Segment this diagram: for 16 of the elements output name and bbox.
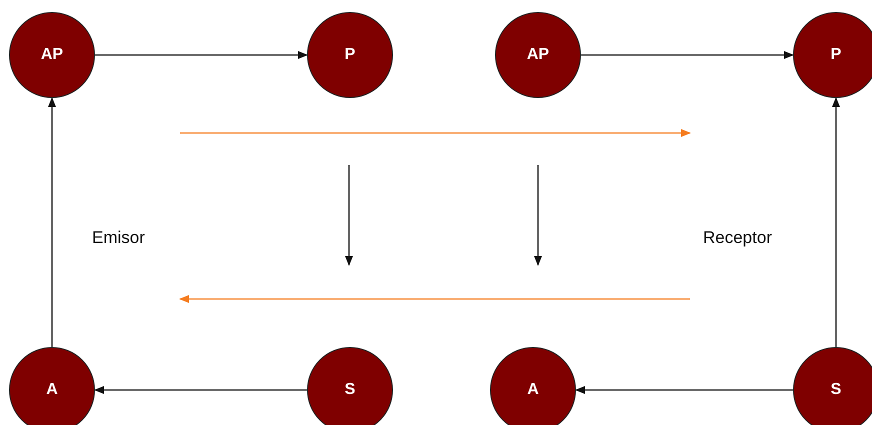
arrow xyxy=(95,51,308,59)
arrow xyxy=(48,97,56,347)
node-label: S xyxy=(830,381,842,399)
node-label: AP xyxy=(40,46,64,64)
node-label: P xyxy=(344,46,356,64)
arrow xyxy=(581,51,794,59)
node-label: AP xyxy=(526,46,550,64)
arrow xyxy=(832,97,840,347)
arrow xyxy=(575,386,793,394)
side-label: Receptor xyxy=(703,228,772,248)
node-label: P xyxy=(830,46,842,64)
side-label: Emisor xyxy=(92,228,145,248)
node-label: A xyxy=(46,381,58,399)
arrow xyxy=(94,386,307,394)
node-label: A xyxy=(527,381,539,399)
node-label: S xyxy=(344,381,356,399)
